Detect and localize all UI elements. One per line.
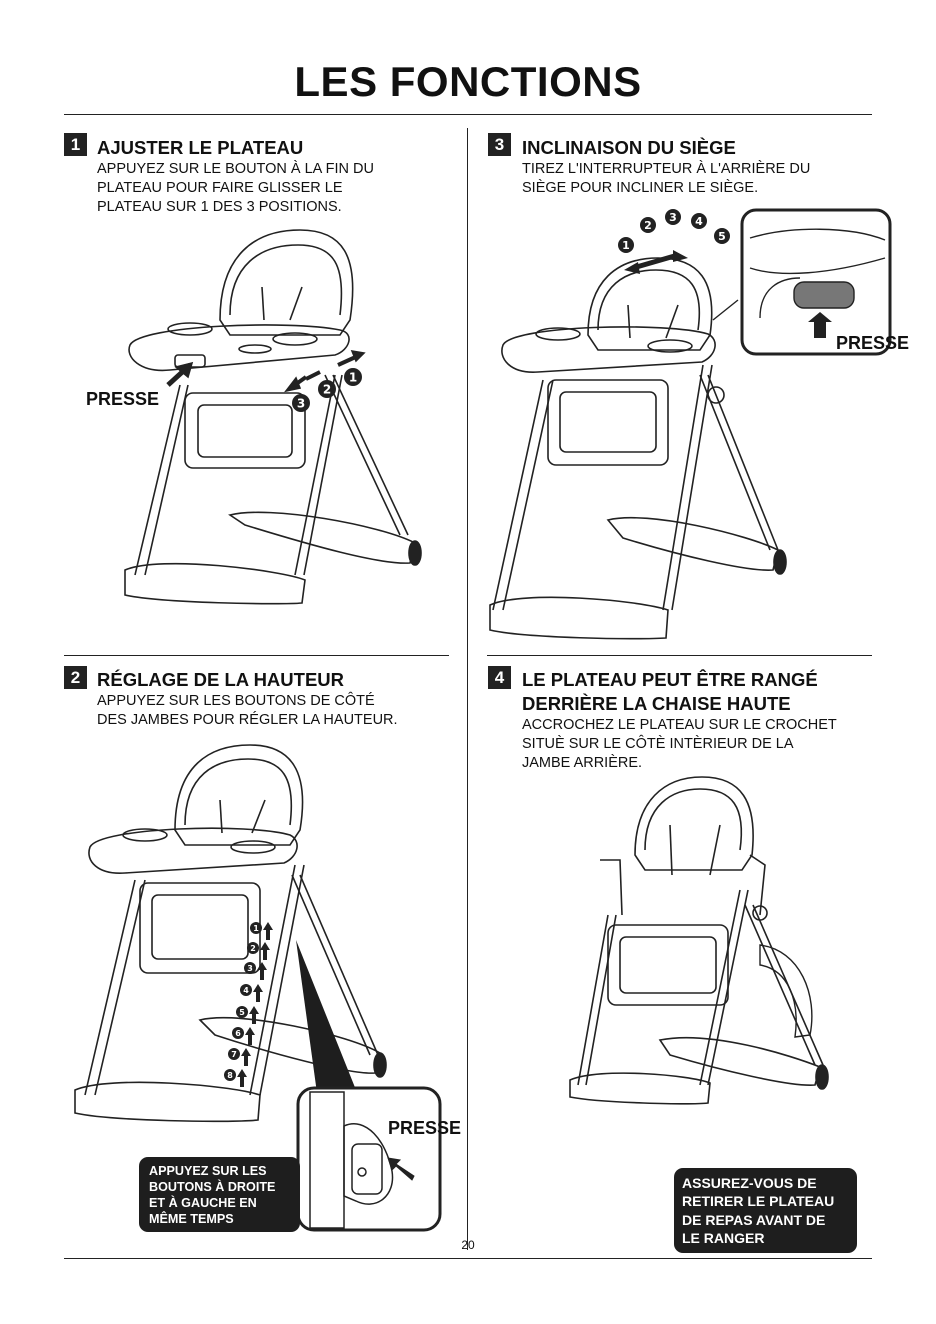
callout-line: MÊME TEMPS	[149, 1212, 234, 1226]
section-4-body-line: JAMBE ARRIÈRE.	[522, 755, 643, 771]
callout-line: DE REPAS AVANT DE	[682, 1211, 826, 1228]
step-number-2: 2	[64, 666, 87, 689]
section-3-title: INCLINAISON DU SIÈGE	[522, 137, 736, 158]
marker-4: 4	[695, 215, 703, 228]
column-divider	[467, 128, 468, 1250]
title-rule	[64, 114, 872, 115]
section-2-body-line: DES JAMBES POUR RÉGLER LA HAUTEUR.	[97, 712, 398, 728]
marker-2: 2	[323, 383, 331, 397]
position-markers-3: 1 2 3 4 5	[618, 209, 730, 253]
section-4-body-line: SITUÈ SUR LE CÔTÈ INTÈRIEUR DE LA	[522, 736, 794, 752]
step-number-4: 4	[488, 666, 511, 689]
position-markers-2: 1 2 3 4 5 6 7 8	[224, 922, 273, 1087]
section-2-title: RÉGLAGE DE LA HAUTEUR	[97, 669, 345, 690]
marker-7: 7	[231, 1050, 237, 1059]
section-3-body-line: SIÈGE POUR INCLINER LE SIÈGE.	[522, 180, 759, 196]
presse-label: PRESSE	[86, 389, 160, 409]
high-chair-height-illustration	[74, 744, 387, 1123]
section-1-title: AJUSTER LE PLATEAU	[97, 137, 304, 158]
section-2-body-line: APPUYEZ SUR LES BOUTONS DE CÔTÉ	[97, 693, 375, 709]
marker-3: 3	[669, 211, 677, 224]
page-number: 20	[461, 1238, 475, 1252]
marker-2: 2	[250, 944, 256, 953]
height-button-detail-inset	[296, 1086, 442, 1232]
marker-3: 3	[247, 964, 253, 973]
position-markers-1: 1 2 3	[292, 368, 362, 412]
section-4-body-line: ACCROCHEZ LE PLATEAU SUR LE CROCHET	[522, 717, 837, 733]
callout-press-both-sides: APPUYEZ SUR LES BOUTONS À DROITE ET À GA…	[139, 1157, 300, 1232]
section-rule-right	[487, 655, 872, 656]
footer-rule	[64, 1258, 872, 1259]
page-title: LES FONCTIONS	[294, 58, 642, 105]
callout-remove-tray: ASSUREZ-VOUS DE RETIRER LE PLATEAU DE RE…	[674, 1168, 857, 1253]
marker-1: 1	[349, 371, 357, 385]
section-4-title: LE PLATEAU PEUT ÊTRE RANGÉ	[522, 669, 818, 690]
section-1-body-line: PLATEAU SUR 1 DES 3 POSITIONS.	[97, 199, 342, 215]
high-chair-storage-illustration	[569, 776, 829, 1105]
high-chair-recline-illustration	[489, 250, 787, 640]
marker-5: 5	[718, 230, 726, 243]
section-rule-left	[64, 655, 449, 656]
section-1-body-line: APPUYEZ SUR LE BOUTON À LA FIN DU	[97, 161, 374, 177]
step-number-1: 1	[64, 133, 87, 156]
marker-8: 8	[227, 1071, 233, 1080]
marker-4: 4	[243, 986, 249, 995]
presse-label: PRESSE	[836, 333, 910, 353]
marker-1: 1	[622, 239, 630, 252]
section-1-body-line: PLATEAU POUR FAIRE GLISSER LE	[97, 180, 343, 196]
callout-line: ET À GAUCHE EN	[149, 1196, 257, 1210]
section-3-body-line: TIREZ L'INTERRUPTEUR À L'ARRIÈRE DU	[522, 161, 811, 177]
marker-2: 2	[644, 219, 652, 232]
marker-6: 6	[235, 1029, 241, 1038]
section-4-title: DERRIÈRE LA CHAISE HAUTE	[522, 693, 791, 714]
step-number-3: 3	[488, 133, 511, 156]
marker-1: 1	[253, 924, 259, 933]
callout-line: ASSUREZ-VOUS DE	[682, 1175, 817, 1191]
callout-line: BOUTONS À DROITE	[149, 1180, 276, 1194]
marker-3: 3	[297, 397, 305, 411]
callout-line: APPUYEZ SUR LES	[149, 1164, 267, 1178]
recline-switch-detail-inset	[740, 208, 892, 356]
high-chair-tray-illustration	[124, 229, 422, 605]
presse-label: PRESSE	[388, 1118, 462, 1138]
callout-line: RETIRER LE PLATEAU	[682, 1193, 835, 1210]
marker-5: 5	[239, 1008, 245, 1017]
callout-line: LE RANGER	[682, 1230, 765, 1247]
